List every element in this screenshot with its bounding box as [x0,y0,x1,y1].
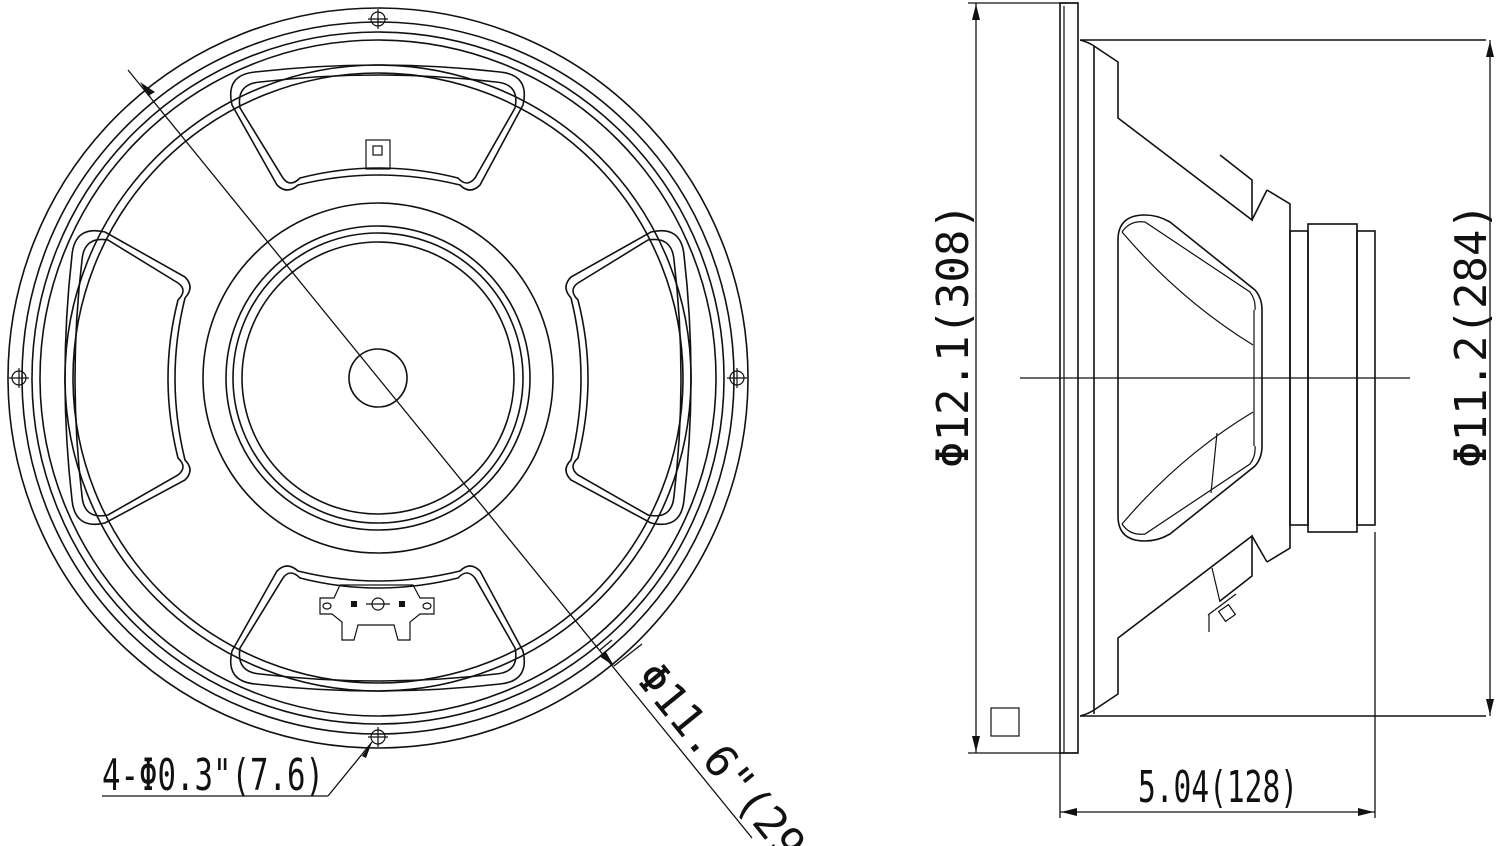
basket-window-top [230,64,525,191]
basket-ring-inner [72,72,684,684]
basket-window-left [64,230,191,525]
front-view: Φ11.6"(294) 4-Φ0.3"(7.6) [7,7,848,846]
mounting-hole-top [368,9,388,29]
top-tab [365,139,391,170]
outer-rim-ring [7,7,749,749]
diameter-dimension [127,69,753,839]
overall-diameter-label: Φ12.1(308) [928,203,979,468]
basket-window-bottom [230,565,525,692]
cone-edge-ring [241,241,515,515]
surround-ring-inner [232,232,524,524]
cone-window [1117,214,1263,542]
surround-ring [225,225,531,531]
basket-diameter-dimension [1486,40,1494,716]
terminal-dot-left [351,601,357,607]
front-diameter-label: Φ11.6"(294) [625,653,848,846]
terminal-plate [319,584,435,641]
basket-window-right [565,230,692,525]
side-view: Φ12.1(308) [928,2,1497,818]
mounting-hole-right [727,368,747,388]
surround-ring-outer [202,202,554,554]
rim-ring-4 [39,39,717,717]
rim-ring-3 [31,31,725,725]
depth-label: 5.04(128) [1138,762,1298,813]
dust-cap [348,348,408,408]
basket-diameter-label: Φ11.2(284) [1446,203,1497,468]
terminal-square [990,707,1020,737]
terminal-dot-right [399,601,405,607]
depth-dimension [1059,532,1376,818]
mounting-holes-label: 4-Φ0.3"(7.6) [102,750,324,801]
side-terminal [1207,567,1237,632]
mounting-hole-leader [102,741,373,797]
mounting-hole-bottom [368,727,388,747]
mounting-hole-left [9,368,29,388]
